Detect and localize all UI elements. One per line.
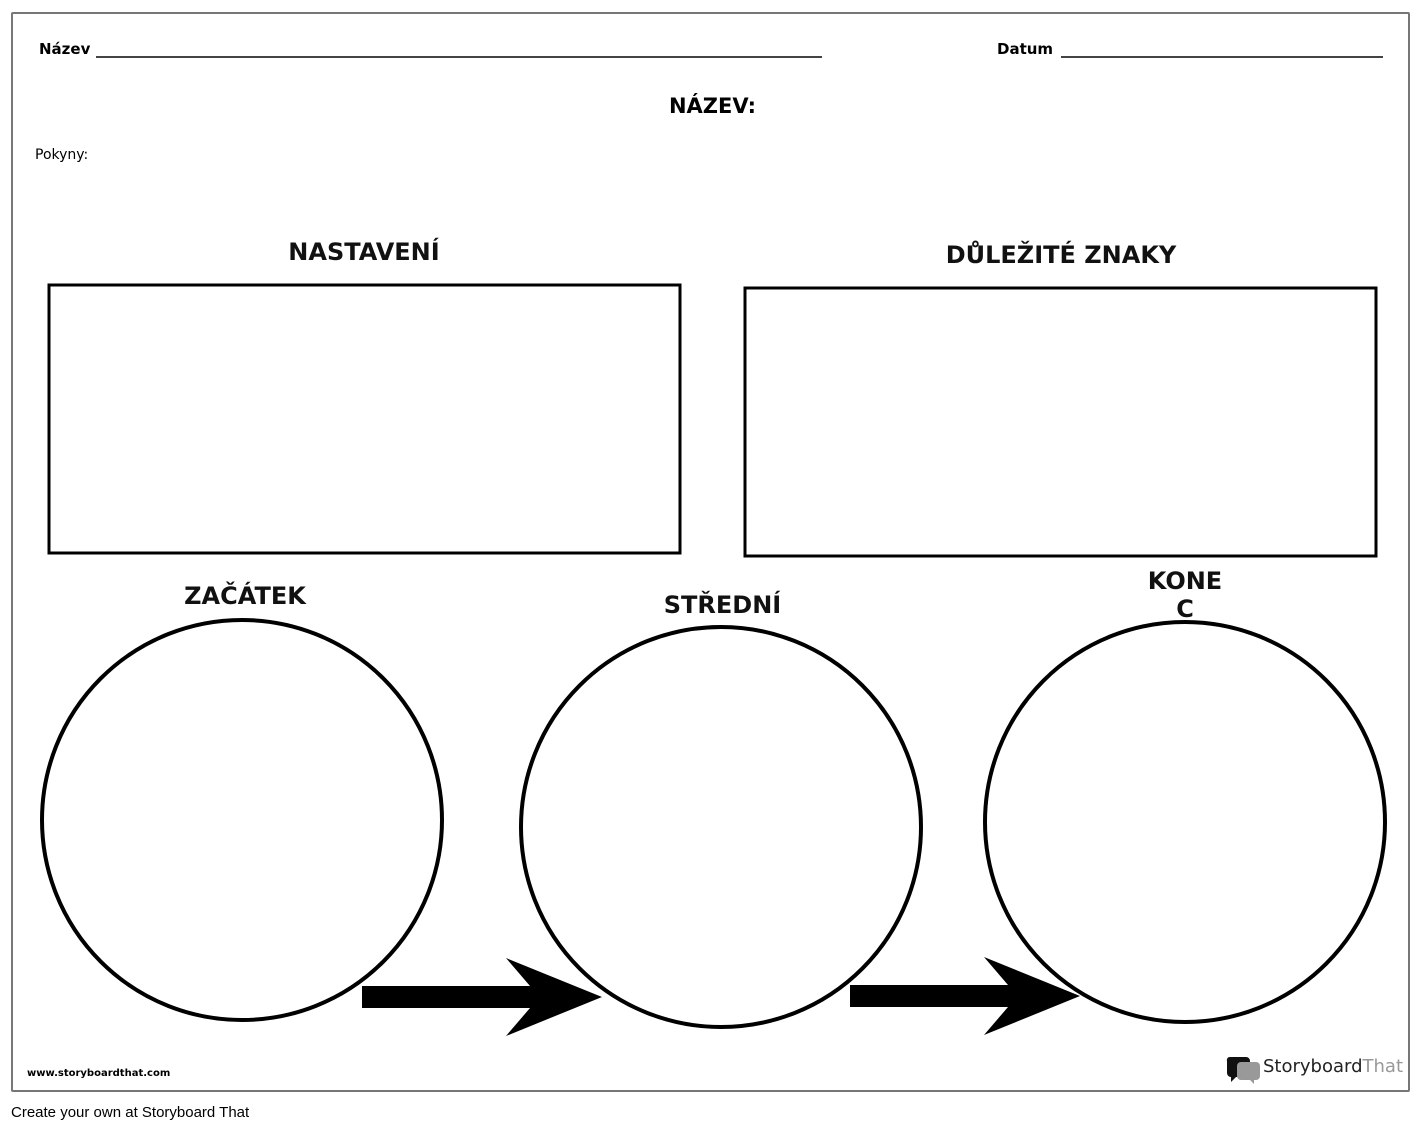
name-input-line[interactable] (96, 56, 822, 58)
arrow-icon (850, 957, 1080, 1035)
box-heading-setting: NASTAVENÍ (288, 238, 440, 266)
end-circle[interactable] (983, 620, 1387, 1024)
beginning-circle[interactable] (40, 618, 444, 1022)
circle-heading-middle: STŘEDNÍ (663, 591, 782, 619)
logo-text-that: That (1362, 1056, 1404, 1077)
arrow-icon (362, 958, 602, 1036)
characters-box[interactable] (743, 286, 1378, 558)
logo-text-storyboard: Storyboard (1263, 1056, 1363, 1077)
date-input-line[interactable] (1061, 56, 1383, 58)
name-label: Název (39, 40, 91, 58)
circle-heading-beginning: ZAČÁTEK (184, 582, 306, 610)
worksheet-title: NÁZEV: (668, 94, 757, 118)
worksheet-frame (11, 12, 1410, 1092)
date-label: Datum (997, 40, 1054, 58)
watermark-url: www.storyboardthat.com (27, 1068, 171, 1079)
middle-circle[interactable] (519, 625, 923, 1029)
footer-link[interactable]: Create your own at Storyboard That (11, 1104, 250, 1121)
instructions-label: Pokyny: (35, 147, 89, 163)
box-heading-characters: DŮLEŽITÉ ZNAKY (945, 241, 1177, 269)
storyboardthat-logo-icon (1226, 1056, 1260, 1084)
logo-text: StoryboardThat (1263, 1056, 1403, 1077)
circle-heading-end: KONE C (1147, 567, 1223, 623)
setting-box[interactable] (47, 283, 682, 555)
